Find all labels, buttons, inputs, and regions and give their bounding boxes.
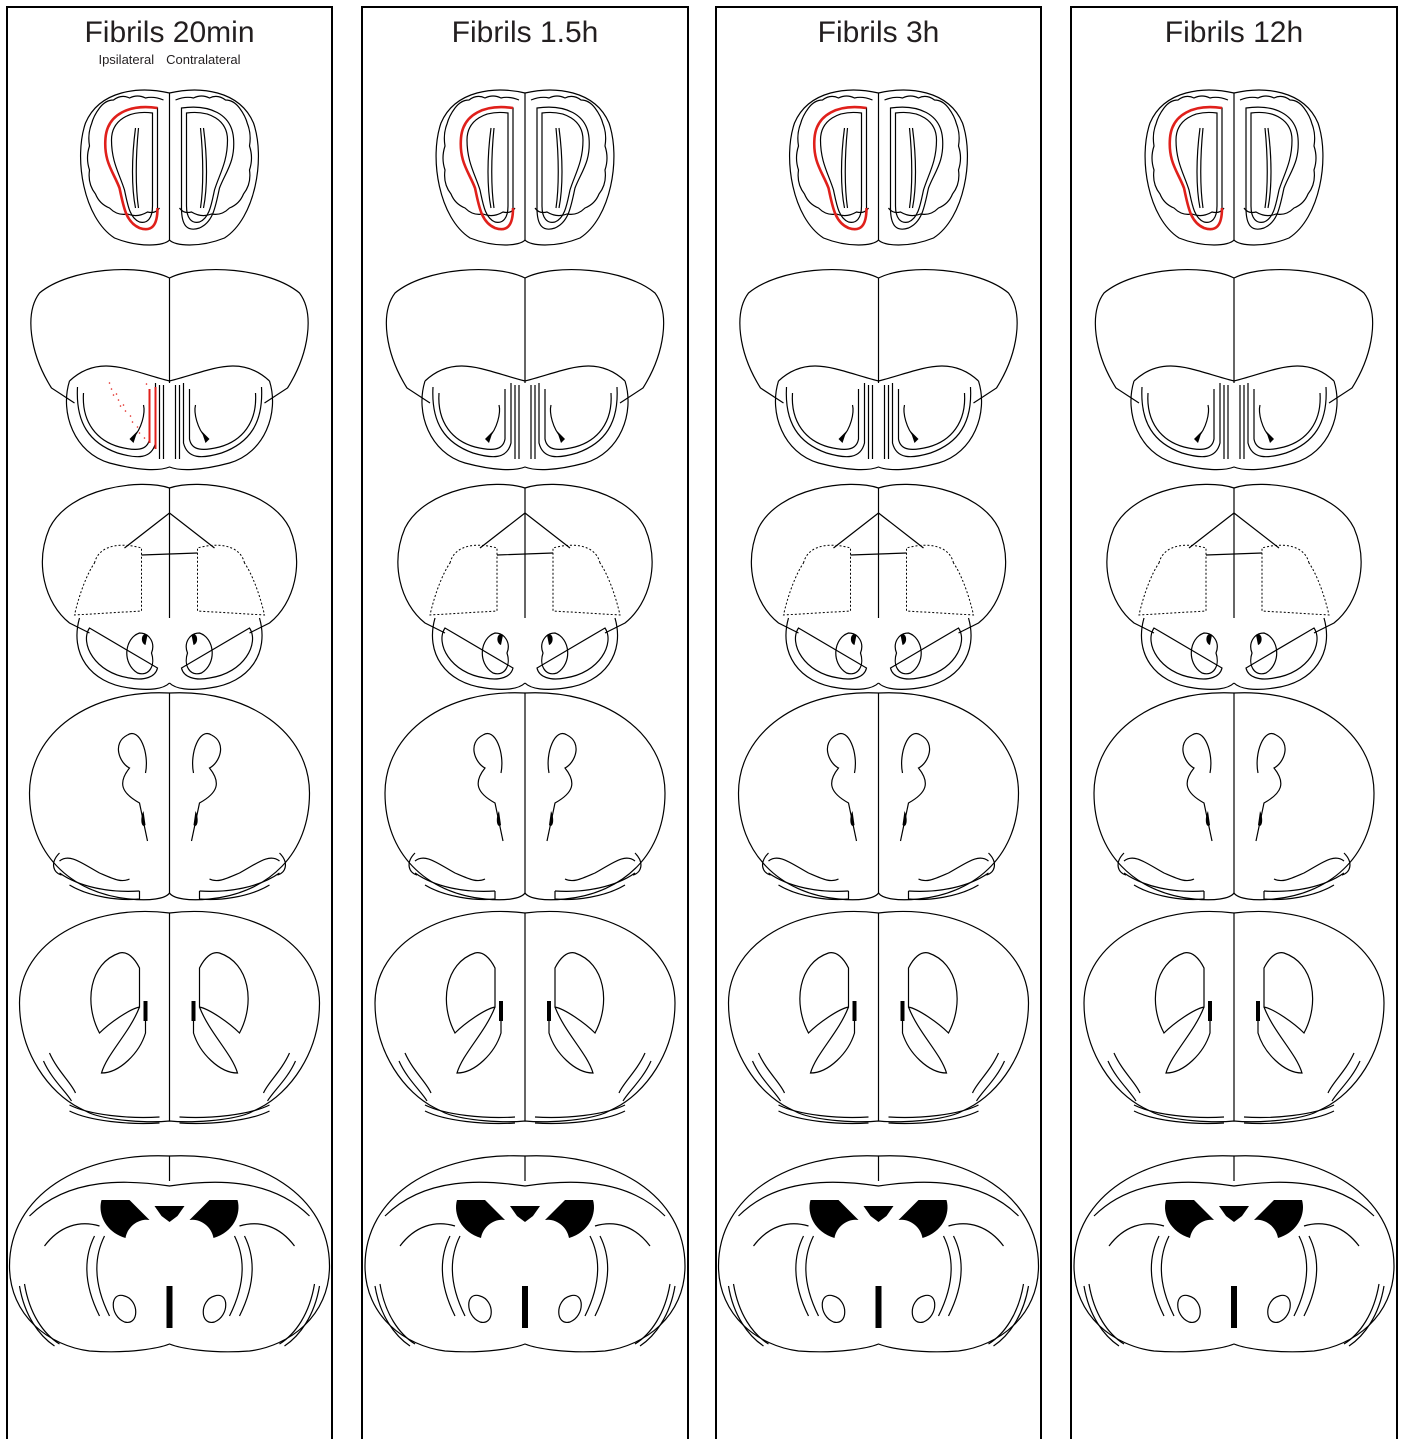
coronal-section [31, 270, 308, 470]
coronal-section [20, 911, 320, 1123]
coronal-section [1107, 484, 1361, 689]
timepoint-panel: Fibrils 3h [715, 6, 1042, 1439]
coronal-section [1095, 270, 1372, 470]
timepoint-panel: Fibrils 12h [1070, 6, 1398, 1439]
coronal-section [365, 1156, 685, 1352]
brain-sections [363, 8, 687, 1428]
coronal-section [1074, 1156, 1394, 1352]
coronal-section [398, 484, 652, 689]
coronal-section [739, 693, 1019, 900]
coronal-section [30, 693, 310, 900]
coronal-section [719, 1156, 1039, 1352]
coronal-section [385, 693, 665, 900]
coronal-section [740, 270, 1017, 470]
brain-sections [8, 8, 331, 1428]
coronal-section [436, 90, 614, 245]
coronal-section [1084, 911, 1384, 1123]
brain-sections [717, 8, 1040, 1428]
coronal-section [42, 484, 296, 689]
coronal-section [1145, 90, 1323, 245]
coronal-section [729, 911, 1029, 1123]
coronal-section [790, 90, 968, 245]
coronal-section [1094, 693, 1374, 900]
coronal-section [81, 90, 259, 245]
brain-sections [1072, 8, 1396, 1428]
coronal-section [751, 484, 1005, 689]
coronal-section [375, 911, 675, 1123]
timepoint-panel: Fibrils 1.5h [361, 6, 689, 1439]
coronal-section [10, 1156, 330, 1352]
coronal-section [386, 270, 663, 470]
label-trace [150, 387, 156, 449]
